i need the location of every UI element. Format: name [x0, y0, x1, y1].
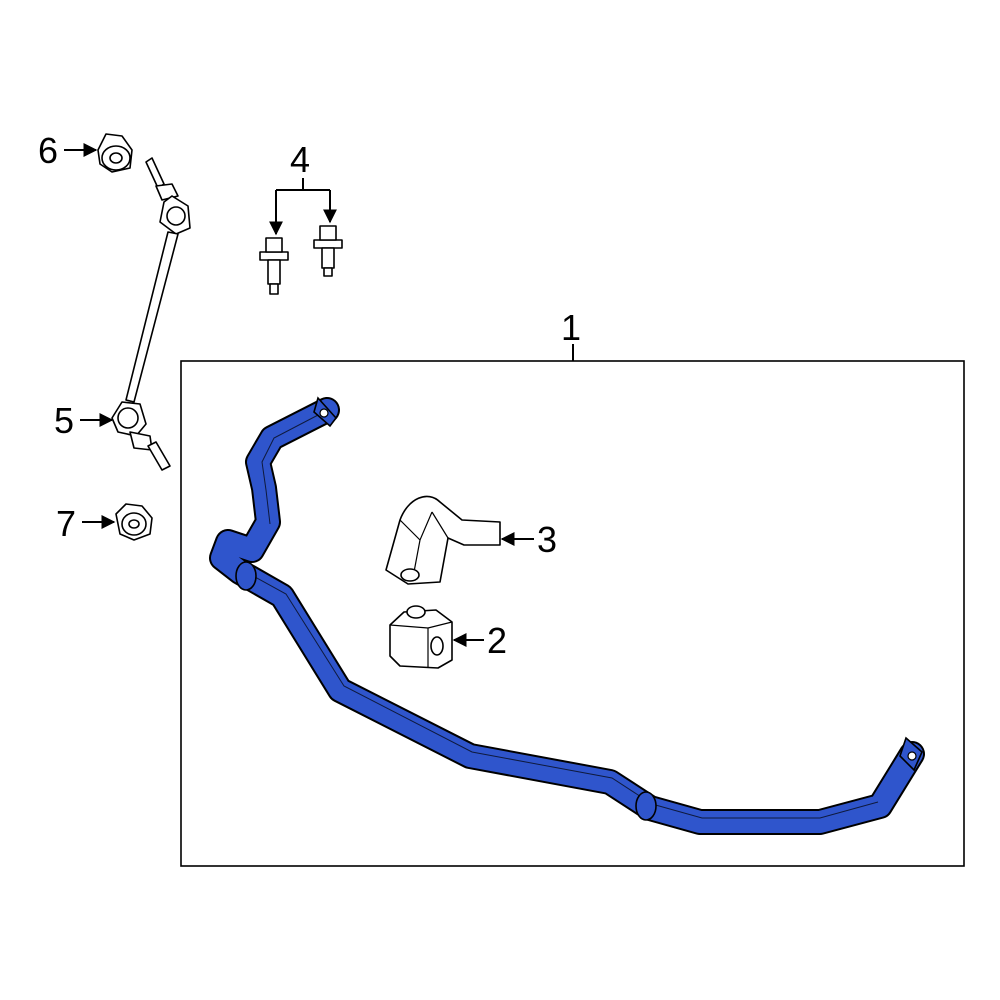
- leader-4: [269, 178, 337, 236]
- callout-2[interactable]: 2: [487, 620, 507, 661]
- bar-end-left-hole: [319, 408, 329, 418]
- bar-band-right: [635, 791, 657, 821]
- callout-6[interactable]: 6: [38, 130, 58, 171]
- callout-3[interactable]: 3: [537, 519, 557, 560]
- callout-4[interactable]: 4: [290, 139, 310, 180]
- callout-7[interactable]: 7: [56, 503, 76, 544]
- link-upper-ball: [166, 206, 186, 226]
- bushing[interactable]: [389, 605, 453, 669]
- link-lower-ball: [117, 407, 139, 429]
- bolt-left[interactable]: [259, 237, 289, 295]
- bar-end-right-hole: [907, 751, 917, 761]
- bushing-bracket[interactable]: [385, 495, 501, 585]
- bolt-right[interactable]: [313, 225, 343, 277]
- callout-5[interactable]: 5: [54, 400, 74, 441]
- bushing-nub: [406, 605, 426, 619]
- stabilizer-link[interactable]: [111, 157, 191, 471]
- callout-1[interactable]: 1: [561, 307, 581, 348]
- nut-lower[interactable]: [115, 503, 153, 541]
- bushing-hole: [430, 636, 444, 656]
- bar-band-left: [235, 561, 257, 591]
- bar-highlight-line: [245, 413, 879, 819]
- bracket-hole: [400, 568, 420, 582]
- stabilizer-bar[interactable]: [209, 396, 925, 835]
- nut-upper[interactable]: [97, 133, 133, 173]
